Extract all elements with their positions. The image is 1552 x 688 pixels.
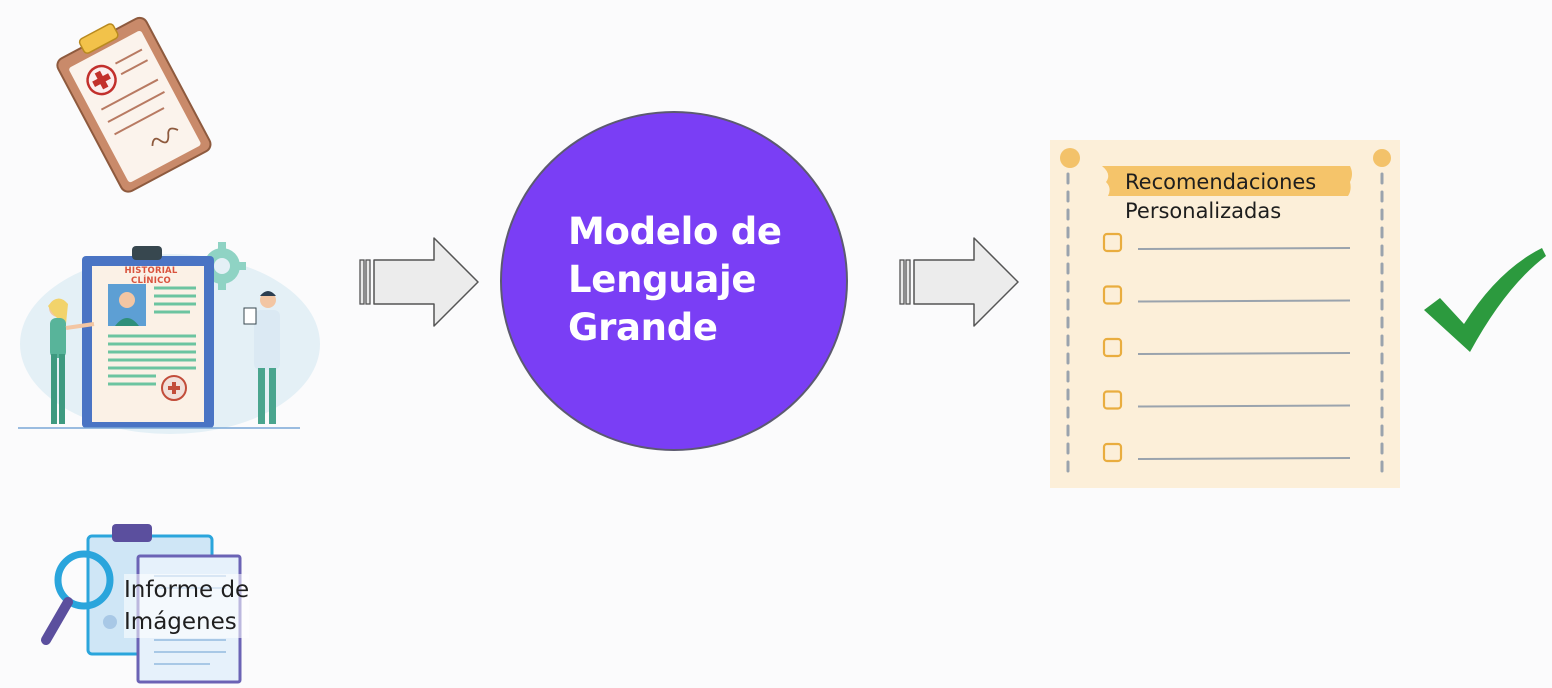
checkmark-icon xyxy=(1424,248,1546,352)
informe-line-2: Imágenes xyxy=(124,609,237,635)
recommendations-title: Recomendaciones Personalizadas xyxy=(1125,168,1316,226)
checklist-line xyxy=(1137,457,1351,460)
llm-label: Modelo de Lenguaje Grande xyxy=(568,208,828,352)
checklist-checkbox xyxy=(1102,390,1123,410)
llm-line-1: Modelo de xyxy=(568,210,782,253)
recommendations-checklist xyxy=(1050,140,1400,488)
right-arrow-icon xyxy=(899,237,1019,327)
checklist-checkbox xyxy=(1102,285,1123,305)
recommendations-line-2: Personalizadas xyxy=(1125,199,1282,223)
checklist-line xyxy=(1137,404,1351,408)
informe-line-1: Informe de xyxy=(124,577,250,603)
llm-node xyxy=(500,111,848,451)
recommendations-line-1: Recomendaciones xyxy=(1125,170,1317,194)
checklist-line xyxy=(1137,247,1351,250)
clipboard-medical-icon xyxy=(56,16,212,193)
checklist-line xyxy=(1137,299,1351,303)
checklist-checkbox xyxy=(1102,232,1123,253)
historial-clinico-title: HISTORIAL CLÍNICO xyxy=(124,266,178,286)
checklist-checkbox xyxy=(1102,442,1123,463)
informe-imagenes-label: Informe de Imágenes xyxy=(124,574,250,638)
llm-line-2: Lenguaje xyxy=(568,258,757,301)
medical-record-illustration xyxy=(18,242,320,434)
checklist-line xyxy=(1137,352,1351,355)
right-arrow-icon xyxy=(359,237,479,327)
llm-line-3: Grande xyxy=(568,306,718,349)
checklist-checkbox xyxy=(1102,337,1123,358)
